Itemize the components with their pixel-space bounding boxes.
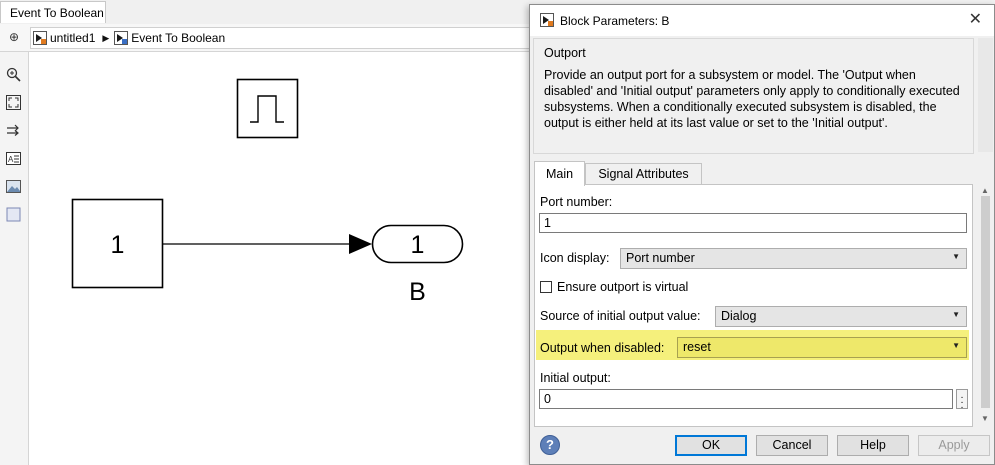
apply-button[interactable]: Apply (918, 435, 990, 456)
breadcrumb-arrow-icon: ▶ (102, 32, 110, 43)
source-initial-label: Source of initial output value: (540, 309, 701, 323)
simulink-block-icon (540, 13, 554, 27)
description-group: Outport Provide an output port for a sub… (533, 38, 974, 154)
arrows-icon[interactable] (5, 122, 22, 139)
palette-toolbar: A (0, 52, 29, 465)
outport-block[interactable]: 1 (371, 224, 464, 264)
block-description: Provide an output port for a subsystem o… (544, 68, 960, 130)
scroll-thumb[interactable] (981, 196, 990, 408)
icon-display-select[interactable]: Port number ▼ (620, 248, 967, 269)
cancel-button[interactable]: Cancel (756, 435, 828, 456)
source-initial-select[interactable]: Dialog ▼ (715, 306, 967, 327)
constant-block[interactable]: 1 (71, 198, 164, 289)
tab-event-to-boolean[interactable]: Event To Boolean (0, 1, 106, 23)
breadcrumb-label: untitled1 (50, 31, 96, 45)
subsystem-icon (114, 31, 129, 45)
main-tab-panel: Port number: 1 Icon display: Port number… (534, 184, 973, 427)
scroll-up-icon[interactable]: ▲ (981, 186, 989, 195)
chevron-down-icon: ▼ (952, 310, 960, 319)
enable-port-block[interactable] (236, 78, 299, 139)
ok-button[interactable]: OK (675, 435, 747, 456)
dialog-footer: ? OK Cancel Help Apply (530, 427, 994, 464)
image-icon[interactable] (5, 178, 22, 195)
output-disabled-value: reset (683, 340, 711, 354)
icon-display-label: Icon display: (540, 251, 610, 265)
constant-value: 1 (111, 231, 125, 259)
initial-output-input[interactable]: 0 (539, 389, 953, 409)
outport-name[interactable]: B (409, 278, 426, 306)
hide-browser-icon[interactable]: ⊕ (8, 30, 20, 44)
breadcrumb-label: Event To Boolean (131, 31, 226, 45)
output-disabled-select[interactable]: reset ▼ (677, 337, 967, 358)
description-scroll-gutter (978, 38, 993, 152)
breadcrumb-item-subsystem[interactable]: Event To Boolean (114, 31, 225, 45)
more-options-icon[interactable]: ... (956, 389, 968, 411)
close-icon[interactable]: ✕ (968, 11, 982, 28)
zoom-icon[interactable] (5, 66, 22, 83)
svg-text:A: A (8, 155, 14, 164)
tab-main[interactable]: Main (534, 161, 585, 186)
annotation-icon[interactable]: A (5, 150, 22, 167)
chevron-down-icon: ▼ (952, 252, 960, 261)
chevron-down-icon: ▼ (952, 341, 960, 350)
signal-line[interactable] (163, 234, 372, 254)
scroll-down-icon[interactable]: ▼ (981, 414, 989, 423)
outport-number: 1 (411, 231, 425, 259)
help-icon[interactable]: ? (540, 435, 560, 455)
breadcrumb-item-model[interactable]: untitled1 (33, 31, 95, 45)
initial-output-label: Initial output: (540, 371, 611, 385)
dialog-title: Block Parameters: B (560, 14, 670, 28)
ensure-virtual-checkbox[interactable] (540, 281, 552, 293)
source-initial-value: Dialog (721, 309, 757, 323)
panel-scrollbar[interactable]: ▲ ▼ (978, 184, 993, 427)
port-number-input[interactable]: 1 (539, 213, 967, 233)
output-disabled-label: Output when disabled: (540, 341, 665, 355)
block-parameters-dialog: Block Parameters: B ✕ Outport Provide an… (529, 4, 995, 465)
block-type-title: Outport (544, 46, 586, 60)
port-number-label: Port number: (540, 195, 613, 209)
block-diagram: 1 1 B (71, 78, 464, 306)
area-icon[interactable] (5, 206, 22, 223)
dialog-titlebar[interactable]: Block Parameters: B ✕ (530, 5, 994, 36)
help-button[interactable]: Help (837, 435, 909, 456)
tab-signal-attributes[interactable]: Signal Attributes (585, 163, 702, 185)
ensure-virtual-label: Ensure outport is virtual (557, 280, 689, 294)
fit-to-view-icon[interactable] (5, 94, 22, 111)
model-icon (33, 31, 47, 45)
icon-display-value: Port number (626, 251, 695, 265)
